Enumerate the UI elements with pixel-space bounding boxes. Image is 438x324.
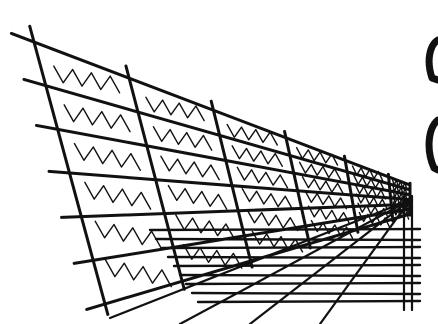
grid-column-line xyxy=(30,26,108,314)
cell-hatch xyxy=(168,186,226,210)
cell-hatch xyxy=(176,215,234,239)
cell-hatch xyxy=(242,189,292,209)
cell-hatch xyxy=(85,182,151,209)
grid-row-line xyxy=(74,209,410,263)
cell-hatch xyxy=(227,125,277,146)
partial-arc-upper xyxy=(429,40,438,80)
grid-row-line xyxy=(87,214,410,309)
floor-line xyxy=(192,293,420,294)
floor-line xyxy=(174,265,420,266)
cell-hatch xyxy=(64,105,130,132)
cell-hatch xyxy=(95,221,161,248)
cell-hatch xyxy=(106,260,172,287)
cell-hatch xyxy=(75,144,141,171)
grid-row-line xyxy=(11,33,410,185)
floor-line xyxy=(198,301,420,302)
partial-arc-lower xyxy=(429,120,438,170)
perspective-grid-lines xyxy=(11,26,410,314)
partial-right-shapes xyxy=(429,40,438,170)
cell-hatch xyxy=(161,156,219,180)
